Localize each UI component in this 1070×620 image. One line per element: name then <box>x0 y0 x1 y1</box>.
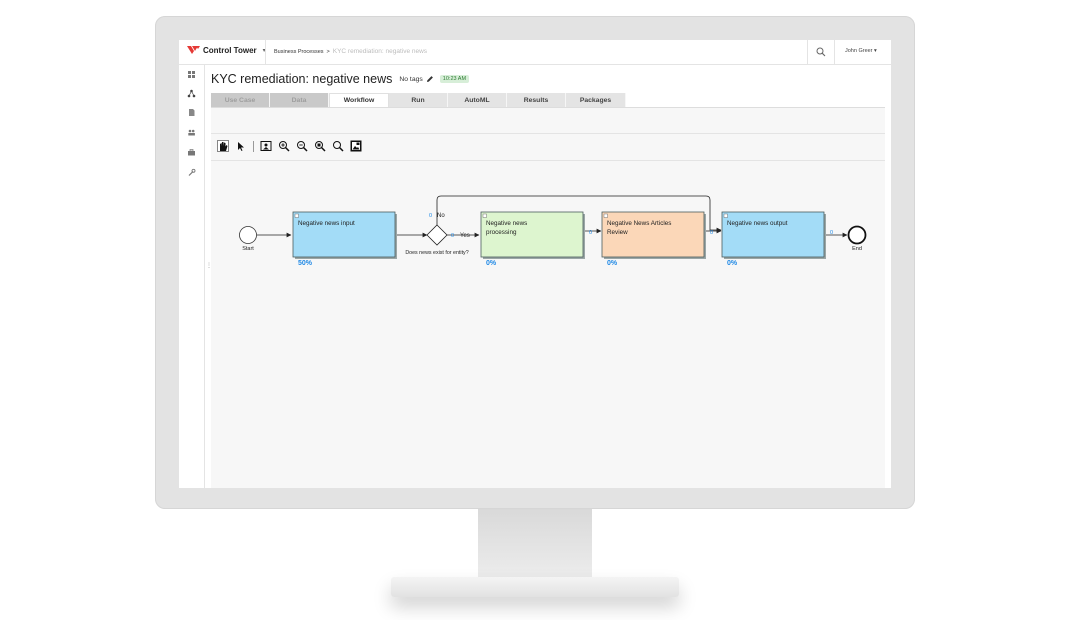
divider <box>834 40 835 64</box>
gateway-question: Does news exist for entity? <box>405 250 468 256</box>
task-box <box>721 211 825 258</box>
resize-handle-icon[interactable]: ⋮ <box>206 263 212 269</box>
briefcase-icon[interactable] <box>187 148 196 157</box>
zoom-fit-icon[interactable] <box>314 140 326 152</box>
brand-logo-icon <box>187 46 200 54</box>
task-label: processing <box>486 229 517 236</box>
breadcrumb: Business Processes > KYC remediation: ne… <box>274 48 427 55</box>
task-output-count: 0 <box>710 230 713 236</box>
tab-results[interactable]: Results <box>507 93 566 107</box>
page-header: KYC remediation: negative news No tags 1… <box>211 72 470 86</box>
time-badge: 10:23 AM <box>439 75 470 83</box>
yes-label: Yes <box>460 233 470 239</box>
task-layer: Negative news input 50% Negative news proce… <box>292 211 833 267</box>
overview-icon[interactable] <box>350 140 362 152</box>
users-icon[interactable] <box>187 128 196 137</box>
task-label: Negative News Articles <box>607 220 671 227</box>
task-type-icon <box>294 213 299 218</box>
app-name: Control Tower <box>203 45 257 55</box>
tab-packages[interactable]: Packages <box>566 93 626 107</box>
start-event[interactable] <box>239 226 257 244</box>
task-node[interactable]: Negative news input 50% <box>292 211 397 267</box>
task-label: Negative news output <box>727 220 788 227</box>
toolbar-bottom-border <box>211 160 885 161</box>
tab-use-case[interactable]: Use Case <box>211 93 270 107</box>
page-title: KYC remediation: negative news <box>211 72 393 86</box>
workflow-panel: Start End Does news exist for entity? 0 … <box>211 107 885 488</box>
document-icon[interactable] <box>187 108 196 117</box>
workflow-diagram: Start End Does news exist for entity? 0 … <box>239 195 867 267</box>
tab-data[interactable]: Data <box>270 93 329 107</box>
task-type-icon <box>603 213 608 218</box>
pencil-icon[interactable] <box>426 75 434 83</box>
task-node[interactable]: Negative news processing 0% 0 <box>480 211 592 267</box>
no-label: No <box>437 213 445 219</box>
wrench-icon[interactable] <box>187 168 196 177</box>
task-progress: 50% <box>298 260 313 267</box>
tab-bar: Use Case Data Workflow Run AutoML Result… <box>211 93 626 107</box>
task-label: Review <box>607 229 628 236</box>
end-label: End <box>852 246 862 252</box>
task-progress: 0% <box>727 260 738 267</box>
breadcrumb-separator: > <box>326 48 330 55</box>
task-progress: 0% <box>607 260 618 267</box>
task-progress: 0% <box>486 260 497 267</box>
user-name: John Greer <box>845 48 873 54</box>
breadcrumb-current: KYC remediation: negative news <box>332 48 428 55</box>
top-bar: Control Tower ▾ Business Processes > KYC… <box>179 40 891 65</box>
decision-gateway[interactable] <box>426 224 448 246</box>
user-menu[interactable]: John Greer ▾ <box>845 48 877 54</box>
divider <box>807 40 808 64</box>
divider <box>265 40 266 64</box>
end-event[interactable] <box>847 225 867 245</box>
image-icon[interactable] <box>260 140 272 152</box>
yes-count: 0 <box>451 233 454 239</box>
monitor-stand-base <box>391 577 679 597</box>
tab-automl[interactable]: AutoML <box>448 93 507 107</box>
task-node[interactable]: Negative news output 0% 0 <box>721 211 833 267</box>
tags-label: No tags <box>399 75 423 83</box>
left-nav <box>179 65 205 488</box>
no-count: 0 <box>429 213 432 219</box>
task-output-count: 0 <box>830 230 833 236</box>
app-screen: Control Tower ▾ Business Processes > KYC… <box>179 40 891 488</box>
zoom-in-icon[interactable] <box>278 140 290 152</box>
task-label: Negative news input <box>298 220 355 227</box>
pointer-tool-icon[interactable] <box>235 140 247 152</box>
dashboard-icon[interactable] <box>187 70 196 79</box>
tab-workflow[interactable]: Workflow <box>329 93 389 107</box>
chevron-down-icon: ▾ <box>263 47 266 54</box>
task-box <box>480 211 584 258</box>
pan-tool-icon[interactable] <box>217 140 229 152</box>
task-label: Negative news <box>486 220 527 227</box>
start-label: Start <box>242 246 254 252</box>
tab-run[interactable]: Run <box>389 93 448 107</box>
toolbar-top-border <box>211 133 885 134</box>
chevron-down-icon: ▾ <box>874 48 877 54</box>
task-type-icon <box>482 213 487 218</box>
breadcrumb-parent-link[interactable]: Business Processes <box>274 48 324 55</box>
app-switcher[interactable]: Control Tower ▾ <box>187 45 266 55</box>
monitor-stand-neck <box>478 509 592 577</box>
zoom-out-icon[interactable] <box>296 140 308 152</box>
task-output-count: 0 <box>589 230 592 236</box>
flow-arrow-no <box>436 195 722 233</box>
workflow-icon[interactable] <box>187 89 196 98</box>
task-box <box>601 211 705 258</box>
search-icon[interactable] <box>815 46 827 58</box>
task-type-icon <box>723 213 728 218</box>
task-box <box>292 211 396 258</box>
toolbar-separator <box>253 141 254 152</box>
zoom-search-icon[interactable] <box>332 140 344 152</box>
